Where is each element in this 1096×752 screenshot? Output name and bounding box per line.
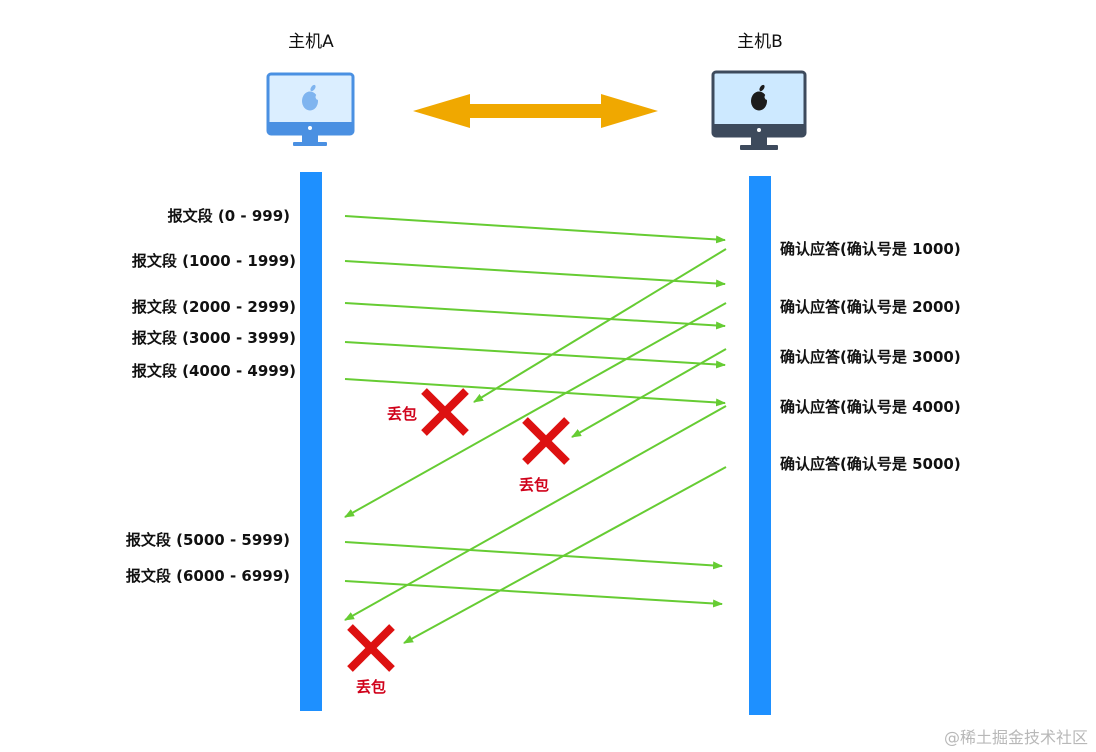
segment-label: 报文段 (4000 - 4999) <box>132 362 296 380</box>
segment-arrow <box>344 580 723 608</box>
double-arrow-icon <box>413 94 658 128</box>
ack-label: 确认应答(确认号是 5000) <box>780 455 961 473</box>
segment-label: 报文段 (6000 - 6999) <box>126 567 290 585</box>
ack-arrow-lost <box>571 348 727 438</box>
ack-arrow <box>344 405 727 621</box>
ack-arrow-lost <box>473 248 727 403</box>
segment-label: 报文段 (2000 - 2999) <box>132 298 296 316</box>
segment-arrow <box>344 341 726 369</box>
loss-label: 丢包 <box>519 476 549 494</box>
host-a-monitor-icon <box>266 72 355 146</box>
ack-label: 确认应答(确认号是 3000) <box>780 348 961 366</box>
red-x-icon <box>347 624 395 672</box>
host-a-apple-icon <box>302 84 322 111</box>
host-b-label: 主机B <box>737 32 783 52</box>
segment-label: 报文段 (5000 - 5999) <box>126 531 290 549</box>
segment-arrow <box>344 302 726 330</box>
host-a-label: 主机A <box>288 32 334 52</box>
host-b-apple-icon <box>751 84 771 111</box>
segment-arrow <box>344 541 723 570</box>
host-b-monitor-icon <box>711 70 807 150</box>
ack-label: 确认应答(确认号是 1000) <box>780 240 961 258</box>
red-x-icon <box>421 388 469 436</box>
ack-label: 确认应答(确认号是 2000) <box>780 298 961 316</box>
loss-label: 丢包 <box>356 678 386 696</box>
segment-label: 报文段 (1000 - 1999) <box>132 252 296 270</box>
red-x-icon <box>522 417 570 465</box>
loss-label: 丢包 <box>387 405 417 423</box>
ack-label: 确认应答(确认号是 4000) <box>780 398 961 416</box>
segment-arrow <box>344 260 726 288</box>
segment-arrow <box>344 378 726 407</box>
segment-arrow <box>344 215 726 244</box>
segment-label: 报文段 (0 - 999) <box>168 207 290 225</box>
ack-arrow-lost <box>403 466 727 644</box>
segment-label: 报文段 (3000 - 3999) <box>132 329 296 347</box>
ack-arrow <box>344 302 727 518</box>
watermark: @稀土掘金技术社区 <box>944 728 1088 747</box>
host-a-timeline <box>300 172 322 711</box>
host-b-timeline <box>749 176 771 715</box>
